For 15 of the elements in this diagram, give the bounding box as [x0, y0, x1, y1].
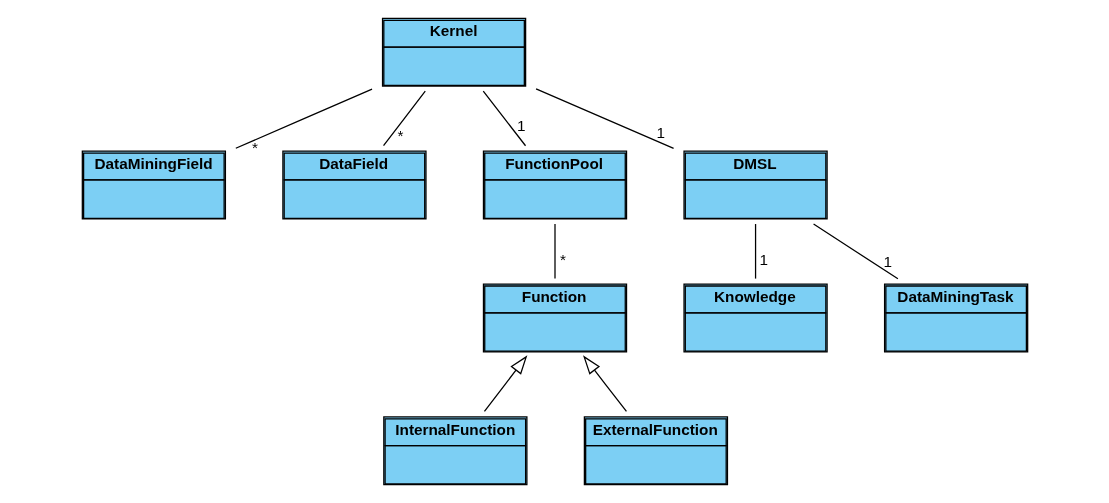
edge-label: 1	[882, 252, 892, 270]
arrow	[483, 355, 527, 413]
connector	[534, 88, 674, 149]
edge-label: *	[251, 138, 258, 156]
connector	[812, 223, 899, 280]
edge-label: 1	[516, 117, 526, 135]
arrow	[582, 355, 627, 413]
connector	[234, 88, 373, 149]
connector	[382, 90, 426, 147]
edge-label: 1	[758, 251, 768, 269]
connector	[754, 223, 756, 280]
edge-label: 1	[656, 124, 665, 142]
edge-label: *	[397, 126, 403, 144]
edge-label: *	[559, 251, 566, 269]
connector	[482, 90, 526, 147]
